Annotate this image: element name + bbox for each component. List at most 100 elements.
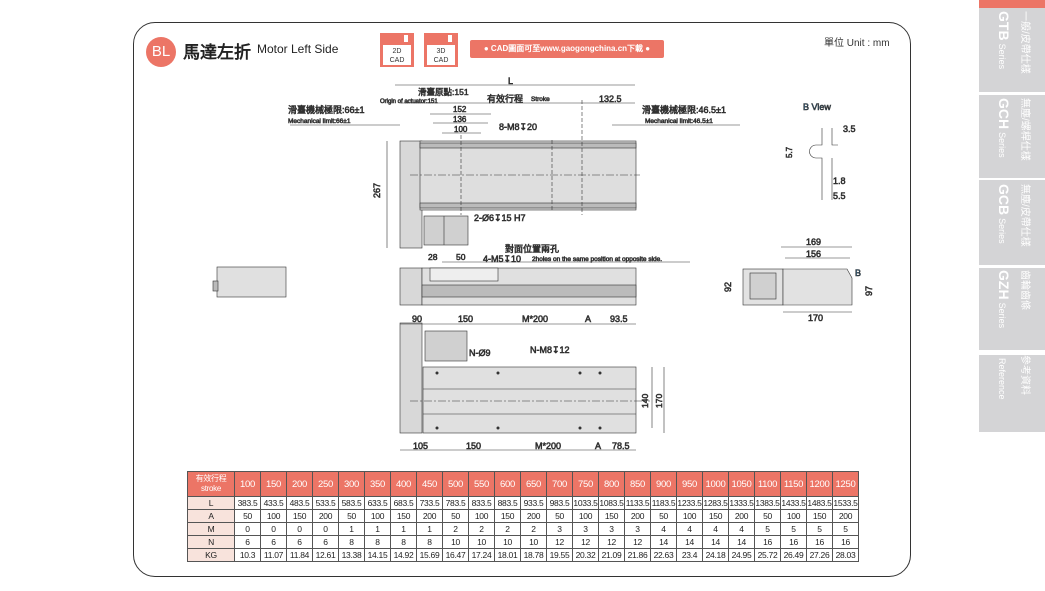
table-cell: 8 [364,535,391,549]
table-cell: 100 [780,509,807,523]
table-cell: 2 [494,522,521,536]
stroke-value: 850 [624,471,651,497]
dim-136: 136 [453,115,467,124]
table-cell: 27.26 [806,548,833,562]
table-cell: 0 [234,522,261,536]
content-card [133,22,911,577]
tab-series: Series [997,43,1007,70]
left-end-view [212,266,287,298]
stroke-value: 1100 [754,471,781,497]
table-cell: 8 [416,535,443,549]
table-cell: 16 [754,535,781,549]
table-cell: 633.5 [364,496,391,510]
dim-140: 140 [640,394,650,408]
table-cell: 2 [520,522,547,536]
table-cell: 100 [572,509,599,523]
table-cell: 4 [702,522,729,536]
table-cell: 13.38 [338,548,365,562]
table-cell: 17.24 [468,548,495,562]
m5-hole-note: 4-M5↧10 [483,254,521,264]
cad-3d-label: 3D [436,48,446,55]
stroke-header-cn: 有效行程 [195,474,227,483]
table-cell: 1533.5 [832,496,859,510]
table-cell: 25.72 [754,548,781,562]
stroke-value: 1150 [780,471,807,497]
table-cell: 16 [780,535,807,549]
tab-series: Series [997,217,1007,244]
table-cell: 8 [390,535,417,549]
tab-cn: 一般/皮帶仕樣 [1019,11,1030,74]
b-view-marker: B [855,268,861,278]
table-cell: 6 [260,535,287,549]
mech-limit-left-cn: 滑臺機械極限:66±1 [288,104,364,115]
table-cell: 21.09 [598,548,625,562]
table-cell: 16 [806,535,833,549]
cad-3d-download-button[interactable]: 3D CAD [424,33,458,67]
table-cell: 100 [364,509,391,523]
stroke-value: 650 [520,471,547,497]
dim-50: 50 [456,252,466,262]
table-cell: 150 [598,509,625,523]
cad-3d-label-2: CAD [433,57,449,64]
table-cell: 50 [650,509,677,523]
stroke-value: 600 [494,471,521,497]
mech-limit-left-en: Mechanical limit:66±1 [288,118,351,125]
b-view-title: B View [803,102,831,112]
table-cell: 18.01 [494,548,521,562]
table-cell: 6 [286,535,313,549]
table-cell: 783.5 [442,496,469,510]
dim-150-top: 150 [458,314,473,324]
dim-a-top: A [585,314,591,324]
stroke-value: 250 [312,471,339,497]
table-cell: 10 [442,535,469,549]
table-cell: 1233.5 [676,496,703,510]
tab-cn: 齒輪齒條 [1019,270,1030,310]
dim-169: 169 [806,237,821,247]
dim-132-5: 132.5 [599,94,622,104]
table-cell: 50 [546,509,573,523]
table-cell: 433.5 [260,496,287,510]
tab-code: GCH [996,97,1012,129]
table-cell: 933.5 [520,496,547,510]
table-cell: 50 [234,509,261,523]
table-cell: 12.61 [312,548,339,562]
table-cell: 2 [442,522,469,536]
table-cell: 10.3 [234,548,261,562]
table-cell: 100 [676,509,703,523]
table-cell: 3 [598,522,625,536]
cad-download-link[interactable]: ● CAD圖面可至www.gaogongchina.cn下載 ● [470,40,664,58]
table-cell: 383.5 [234,496,261,510]
dim-267: 267 [372,183,382,198]
dim-3-5: 3.5 [843,124,856,134]
table-cell: 1133.5 [624,496,651,510]
table-cell: 883.5 [494,496,521,510]
table-cell: 24.95 [728,548,755,562]
dim-170-end: 170 [808,313,823,323]
model-badge: BL [146,37,176,67]
b-view-profile [809,128,838,200]
table-cell: 4 [676,522,703,536]
table-cell: 1033.5 [572,496,599,510]
dim-90: 90 [412,314,422,324]
dim-m200-bottom: M*200 [535,441,561,451]
table-cell: 1483.5 [806,496,833,510]
table-cell: 14 [702,535,729,549]
table-cell: 3 [572,522,599,536]
table-cell: 6 [312,535,339,549]
table-cell: 50 [442,509,469,523]
dim-a-bottom: A [595,441,601,451]
stroke-value: 900 [650,471,677,497]
n-m8-note: N-M8↧12 [530,345,570,355]
table-cell: 18.78 [520,548,547,562]
table-cell: 1183.5 [650,496,677,510]
